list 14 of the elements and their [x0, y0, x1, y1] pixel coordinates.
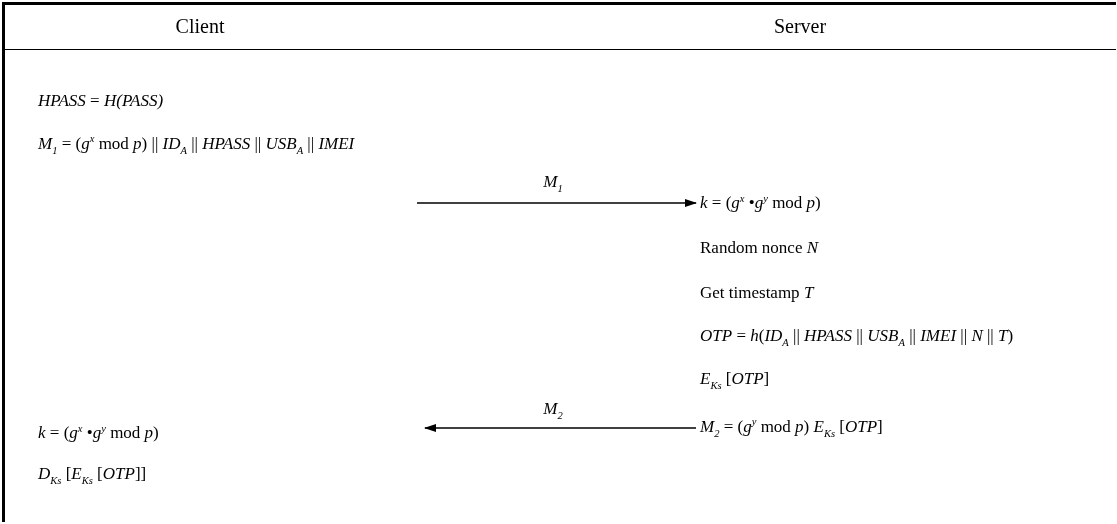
column-header: Server	[773, 15, 827, 38]
column-header: Client	[175, 15, 225, 38]
formula-text: k = (g$^{x}$ •g$^{y}$ mod p)	[38, 422, 159, 444]
formula-text: E$_{Ks}$ [OTP]	[700, 369, 770, 393]
formula-text: M$_{2}$ = (g$^{y}$ mod p) E$_{Ks}$ [OTP]	[700, 416, 883, 440]
formula-text: Get timestamp T	[700, 282, 814, 304]
arrow	[416, 199, 697, 207]
formula-text: M$_{1}$ = (g$^{x}$ mod p) || ID$_{A}$ || HPASS || USB$_{A}$ || IMEI	[38, 133, 355, 157]
formula-text: Random nonce N	[700, 237, 819, 259]
formula-text: HPASS = H(PASS)	[38, 90, 164, 112]
formula-text: OTP = h(ID$_{A}$ || HPASS || USB$_{A}$ || IMEI || N || T)	[700, 326, 1014, 350]
arrow	[424, 424, 697, 432]
formula-text: D$_{Ks}$ [E$_{Ks}$ [OTP]]	[38, 464, 147, 488]
formula-text: k = (g$^{x}$ •g$^{y}$ mod p)	[700, 192, 821, 214]
